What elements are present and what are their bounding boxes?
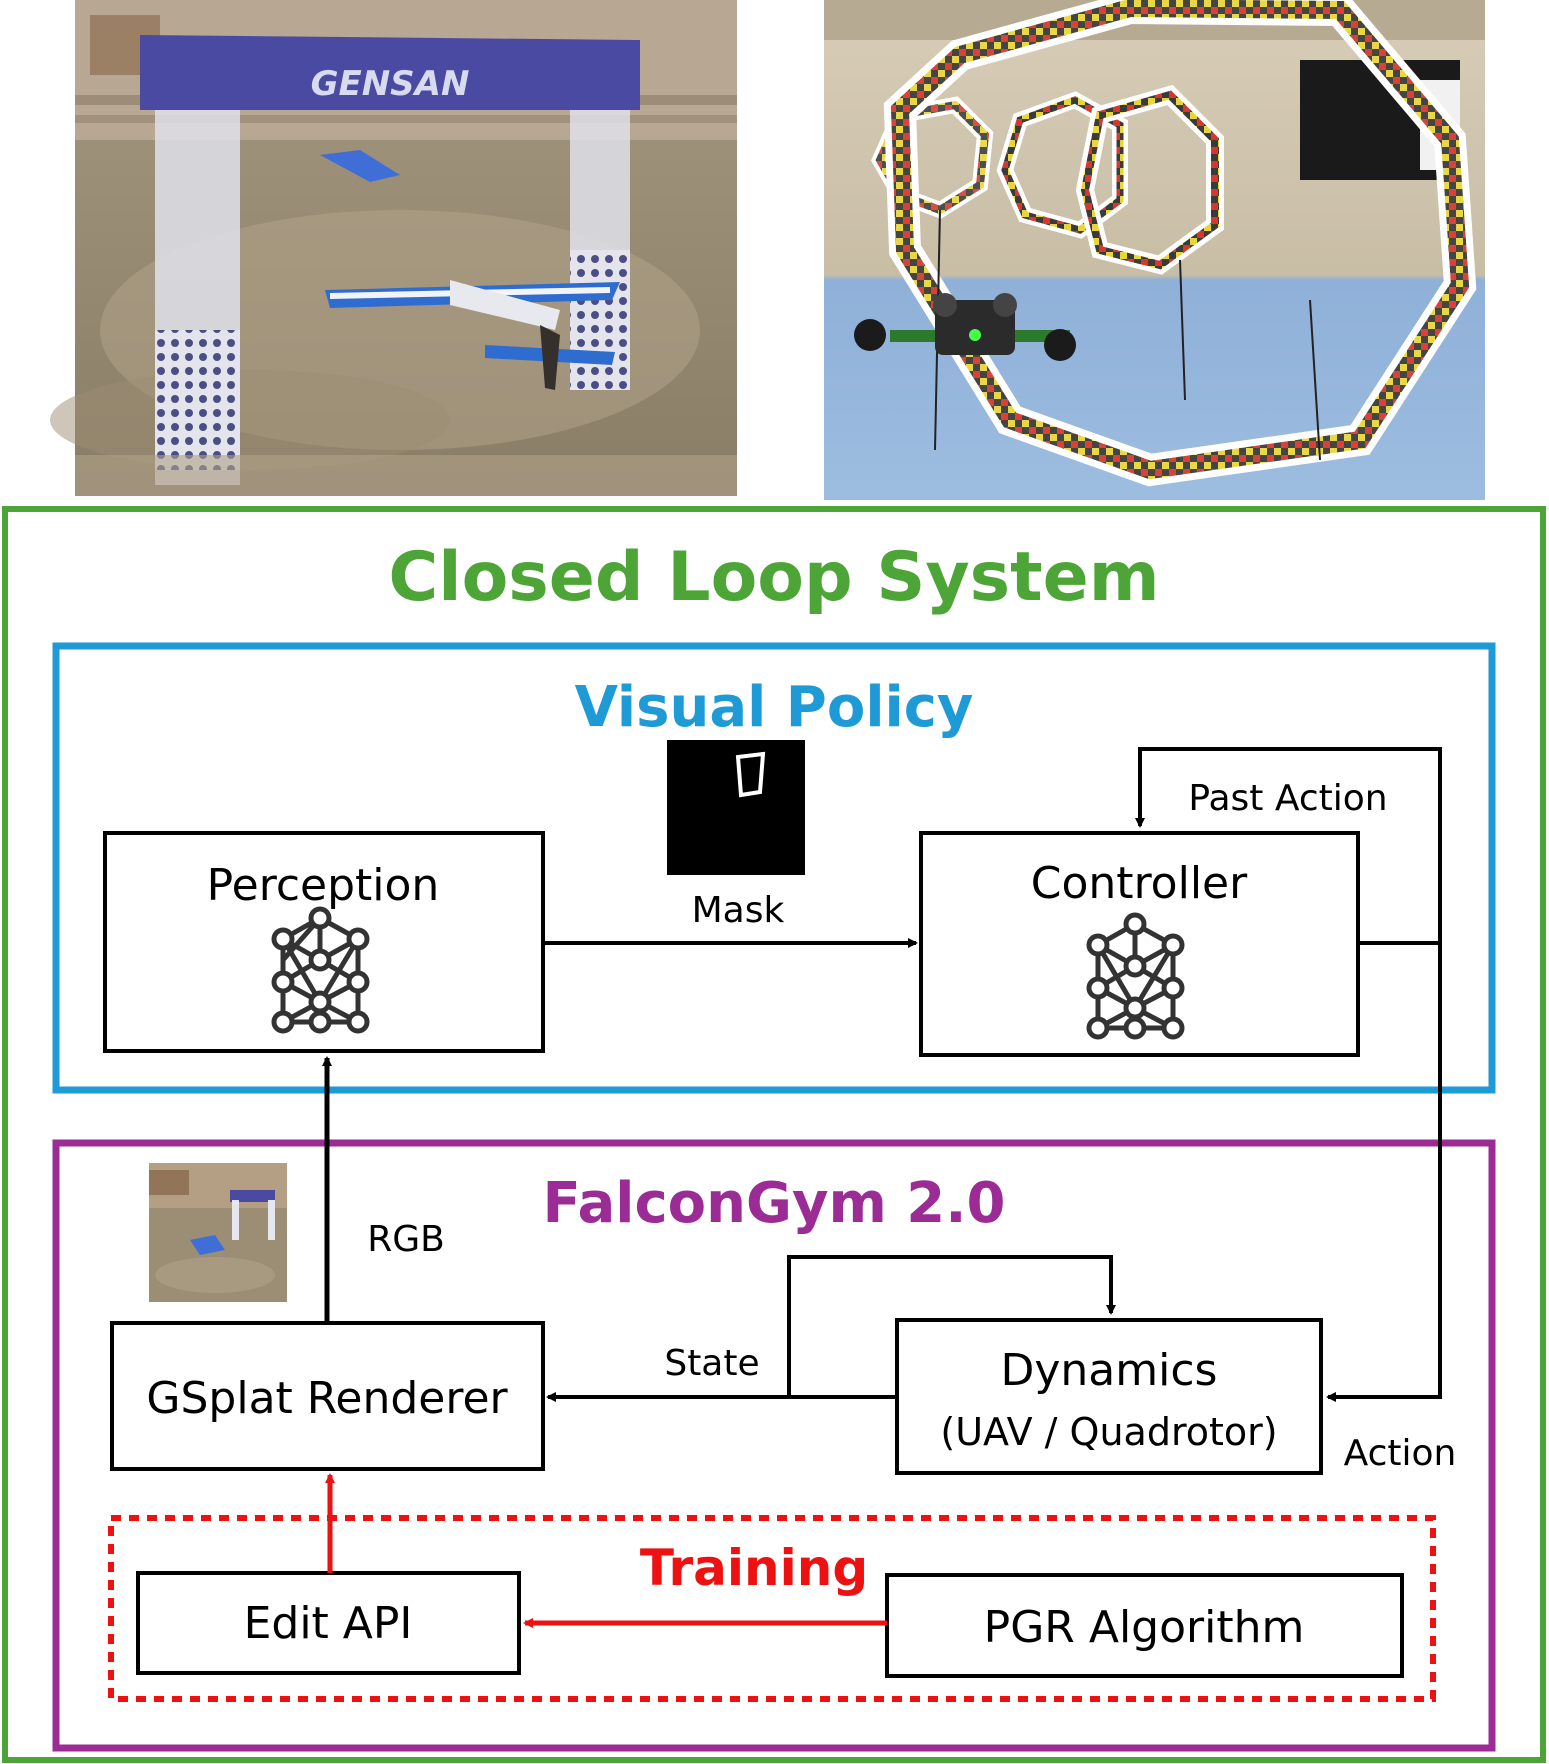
edit-api-label: Edit API	[244, 1598, 413, 1649]
training-frame	[108, 1515, 1436, 1702]
mask-image-thumbnail	[667, 740, 805, 875]
banner-logo-text: GENSAN	[311, 64, 470, 104]
action-arrow	[1326, 943, 1442, 1402]
fixed-wing-aircraft-through-gate-photo: GENSAN	[50, 0, 737, 496]
controller-block[interactable]: Controller	[919, 831, 1360, 1057]
falcongym-frame	[52, 1139, 1496, 1752]
perception-block[interactable]: Perception	[103, 831, 545, 1053]
neural-network-icon	[271, 906, 370, 1034]
edit-api-block[interactable]: Edit API	[136, 1571, 521, 1675]
training-title: Training	[640, 1539, 868, 1597]
quadrotor-drone-through-hoop-photo	[824, 0, 1485, 500]
past-action-arrow	[1135, 747, 1442, 945]
pgr-algorithm-block[interactable]: PGR Algorithm	[885, 1573, 1404, 1678]
state-feedback-arrow	[787, 1255, 1116, 1397]
state-edge-label: State	[664, 1343, 759, 1384]
gsplat-renderer-label: GSplat Renderer	[146, 1373, 508, 1424]
neural-network-icon	[1086, 912, 1185, 1040]
action-edge-label: Action	[1344, 1433, 1457, 1474]
dynamics-sublabel: (UAV / Quadrotor)	[940, 1410, 1277, 1454]
closed-loop-system-title: Closed Loop System	[388, 538, 1159, 617]
dynamics-label: Dynamics	[1001, 1345, 1218, 1396]
rgb-edge-label: RGB	[367, 1219, 445, 1260]
visual-policy-frame	[52, 642, 1496, 1094]
falcongym-title: FalconGym 2.0	[542, 1171, 1005, 1236]
closed-loop-system-frame	[2, 506, 1546, 1763]
rendered-arena-thumbnail	[149, 1163, 287, 1302]
past-action-edge-label: Past Action	[1188, 778, 1387, 819]
visual-policy-title: Visual Policy	[575, 675, 974, 740]
dynamics-block[interactable]: Dynamics (UAV / Quadrotor)	[895, 1318, 1323, 1475]
mask-edge-label: Mask	[692, 890, 785, 931]
pgr-algorithm-label: PGR Algorithm	[984, 1602, 1305, 1653]
gsplat-renderer-block[interactable]: GSplat Renderer	[110, 1321, 545, 1471]
perception-label: Perception	[207, 860, 440, 911]
controller-label: Controller	[1031, 858, 1248, 909]
